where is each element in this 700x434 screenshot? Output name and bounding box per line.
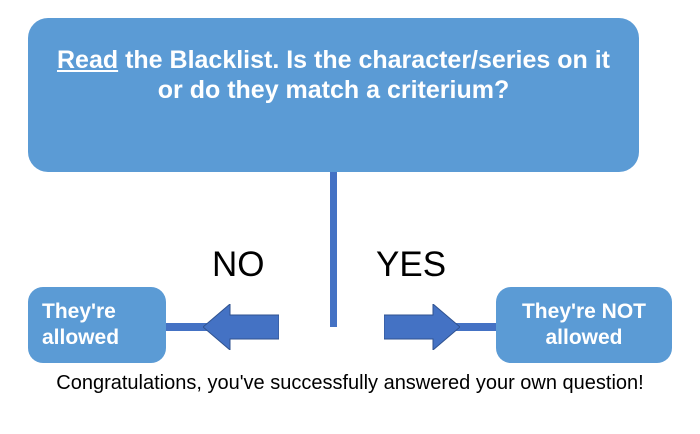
question-emphasis: Read: [56, 45, 119, 74]
branch-label-yes: YES: [376, 245, 447, 284]
outcome-node-allowed: They're allowed: [28, 287, 166, 363]
question-text: Read the Blacklist. Is the character/ser…: [54, 45, 613, 106]
branch-label-no: NO: [212, 245, 265, 284]
caption-text: Congratulations, you've successfully ans…: [56, 372, 644, 394]
arrow-left-icon: [203, 304, 279, 350]
arrow-right-icon: [384, 304, 460, 350]
question-node: Read the Blacklist. Is the character/ser…: [28, 18, 639, 172]
connector-line-left: [160, 323, 222, 331]
connector-vertical-stem: [330, 172, 337, 327]
outcome-allowed-text: They're allowed: [42, 300, 120, 349]
connector-line-right: [445, 323, 505, 331]
question-body: the Blacklist. Is the character/series o…: [118, 45, 610, 105]
outcome-node-not-allowed: They're NOT allowed: [496, 287, 672, 363]
outcome-not-allowed-text: They're NOT allowed: [521, 300, 647, 349]
